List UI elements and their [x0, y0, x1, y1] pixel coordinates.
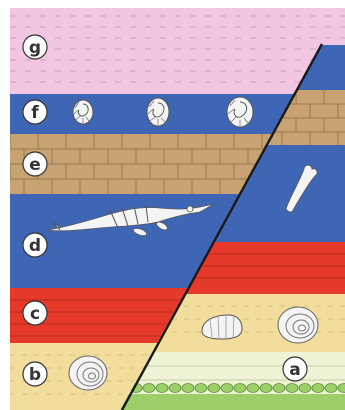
pebble: [182, 384, 194, 393]
label-letter: b: [29, 365, 41, 385]
layer-a-green-base: [100, 394, 345, 410]
pebble: [208, 384, 220, 393]
pebble: [195, 384, 207, 393]
shell-fossil-icon: [278, 307, 318, 343]
pebble: [234, 384, 246, 393]
layer-g-pink-shale: [10, 8, 345, 94]
pebble: [143, 384, 155, 393]
label-letter: f: [31, 103, 39, 123]
ammonite-fossil-icon: [73, 100, 93, 124]
shell-fossil-icon: [69, 356, 107, 390]
label-b: b: [23, 362, 47, 386]
ammonite-fossil-icon: [227, 97, 253, 127]
pebble: [286, 384, 298, 393]
pebble: [169, 384, 181, 393]
pebble: [273, 384, 285, 393]
label-letter: a: [289, 360, 300, 380]
label-d: d: [23, 233, 47, 257]
label-letter: d: [29, 236, 41, 256]
pebble: [260, 384, 272, 393]
pebble: [299, 384, 311, 393]
label-letter: c: [30, 304, 40, 324]
label-a: a: [283, 357, 307, 381]
pebble: [325, 384, 337, 393]
label-letter: g: [29, 38, 41, 58]
pebble: [156, 384, 168, 393]
label-g: g: [23, 35, 47, 59]
label-e: e: [23, 152, 47, 176]
ammonite-fossil-icon: [147, 98, 169, 126]
pebble: [221, 384, 233, 393]
pebble: [312, 384, 324, 393]
pebble: [247, 384, 259, 393]
label-c: c: [23, 301, 47, 325]
label-f: f: [23, 100, 47, 124]
label-letter: e: [29, 155, 41, 175]
